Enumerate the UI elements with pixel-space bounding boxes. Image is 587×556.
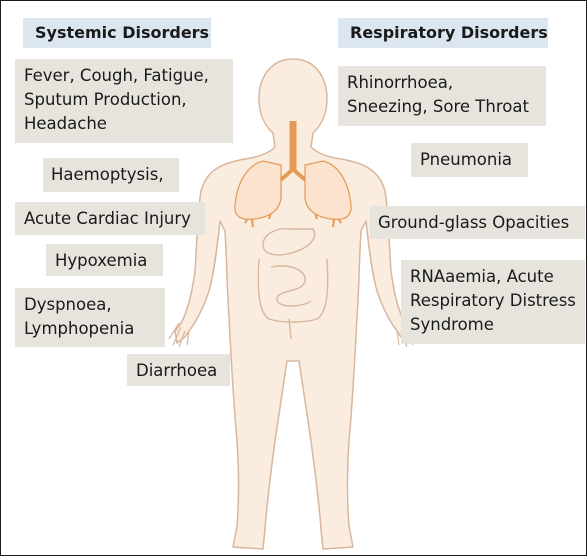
label-acute-cardiac-injury: Acute Cardiac Injury [15,202,205,235]
label-diarrhoea: Diarrhoea [127,354,230,386]
label-rnaaemia-ards: RNAaemia, Acute Respiratory Distress Syn… [401,260,585,344]
systemic-disorders-header: Systemic Disorders [23,18,211,48]
label-rhinorrhoea-sneezing: Rhinorrhoea, Sneezing, Sore Throat [338,66,546,126]
label-hypoxemia: Hypoxemia [46,244,163,276]
respiratory-disorders-header: Respiratory Disorders [338,18,548,48]
label-pneumonia: Pneumonia [411,143,528,177]
label-fever-cough-fatigue: Fever, Cough, Fatigue, Sputum Production… [15,59,233,143]
label-dyspnoea-lymphopenia: Dyspnoea, Lymphopenia [15,288,165,347]
label-haemoptysis: Haemoptysis, [43,158,179,192]
label-ground-glass-opacities: Ground-glass Opacities [370,206,585,239]
